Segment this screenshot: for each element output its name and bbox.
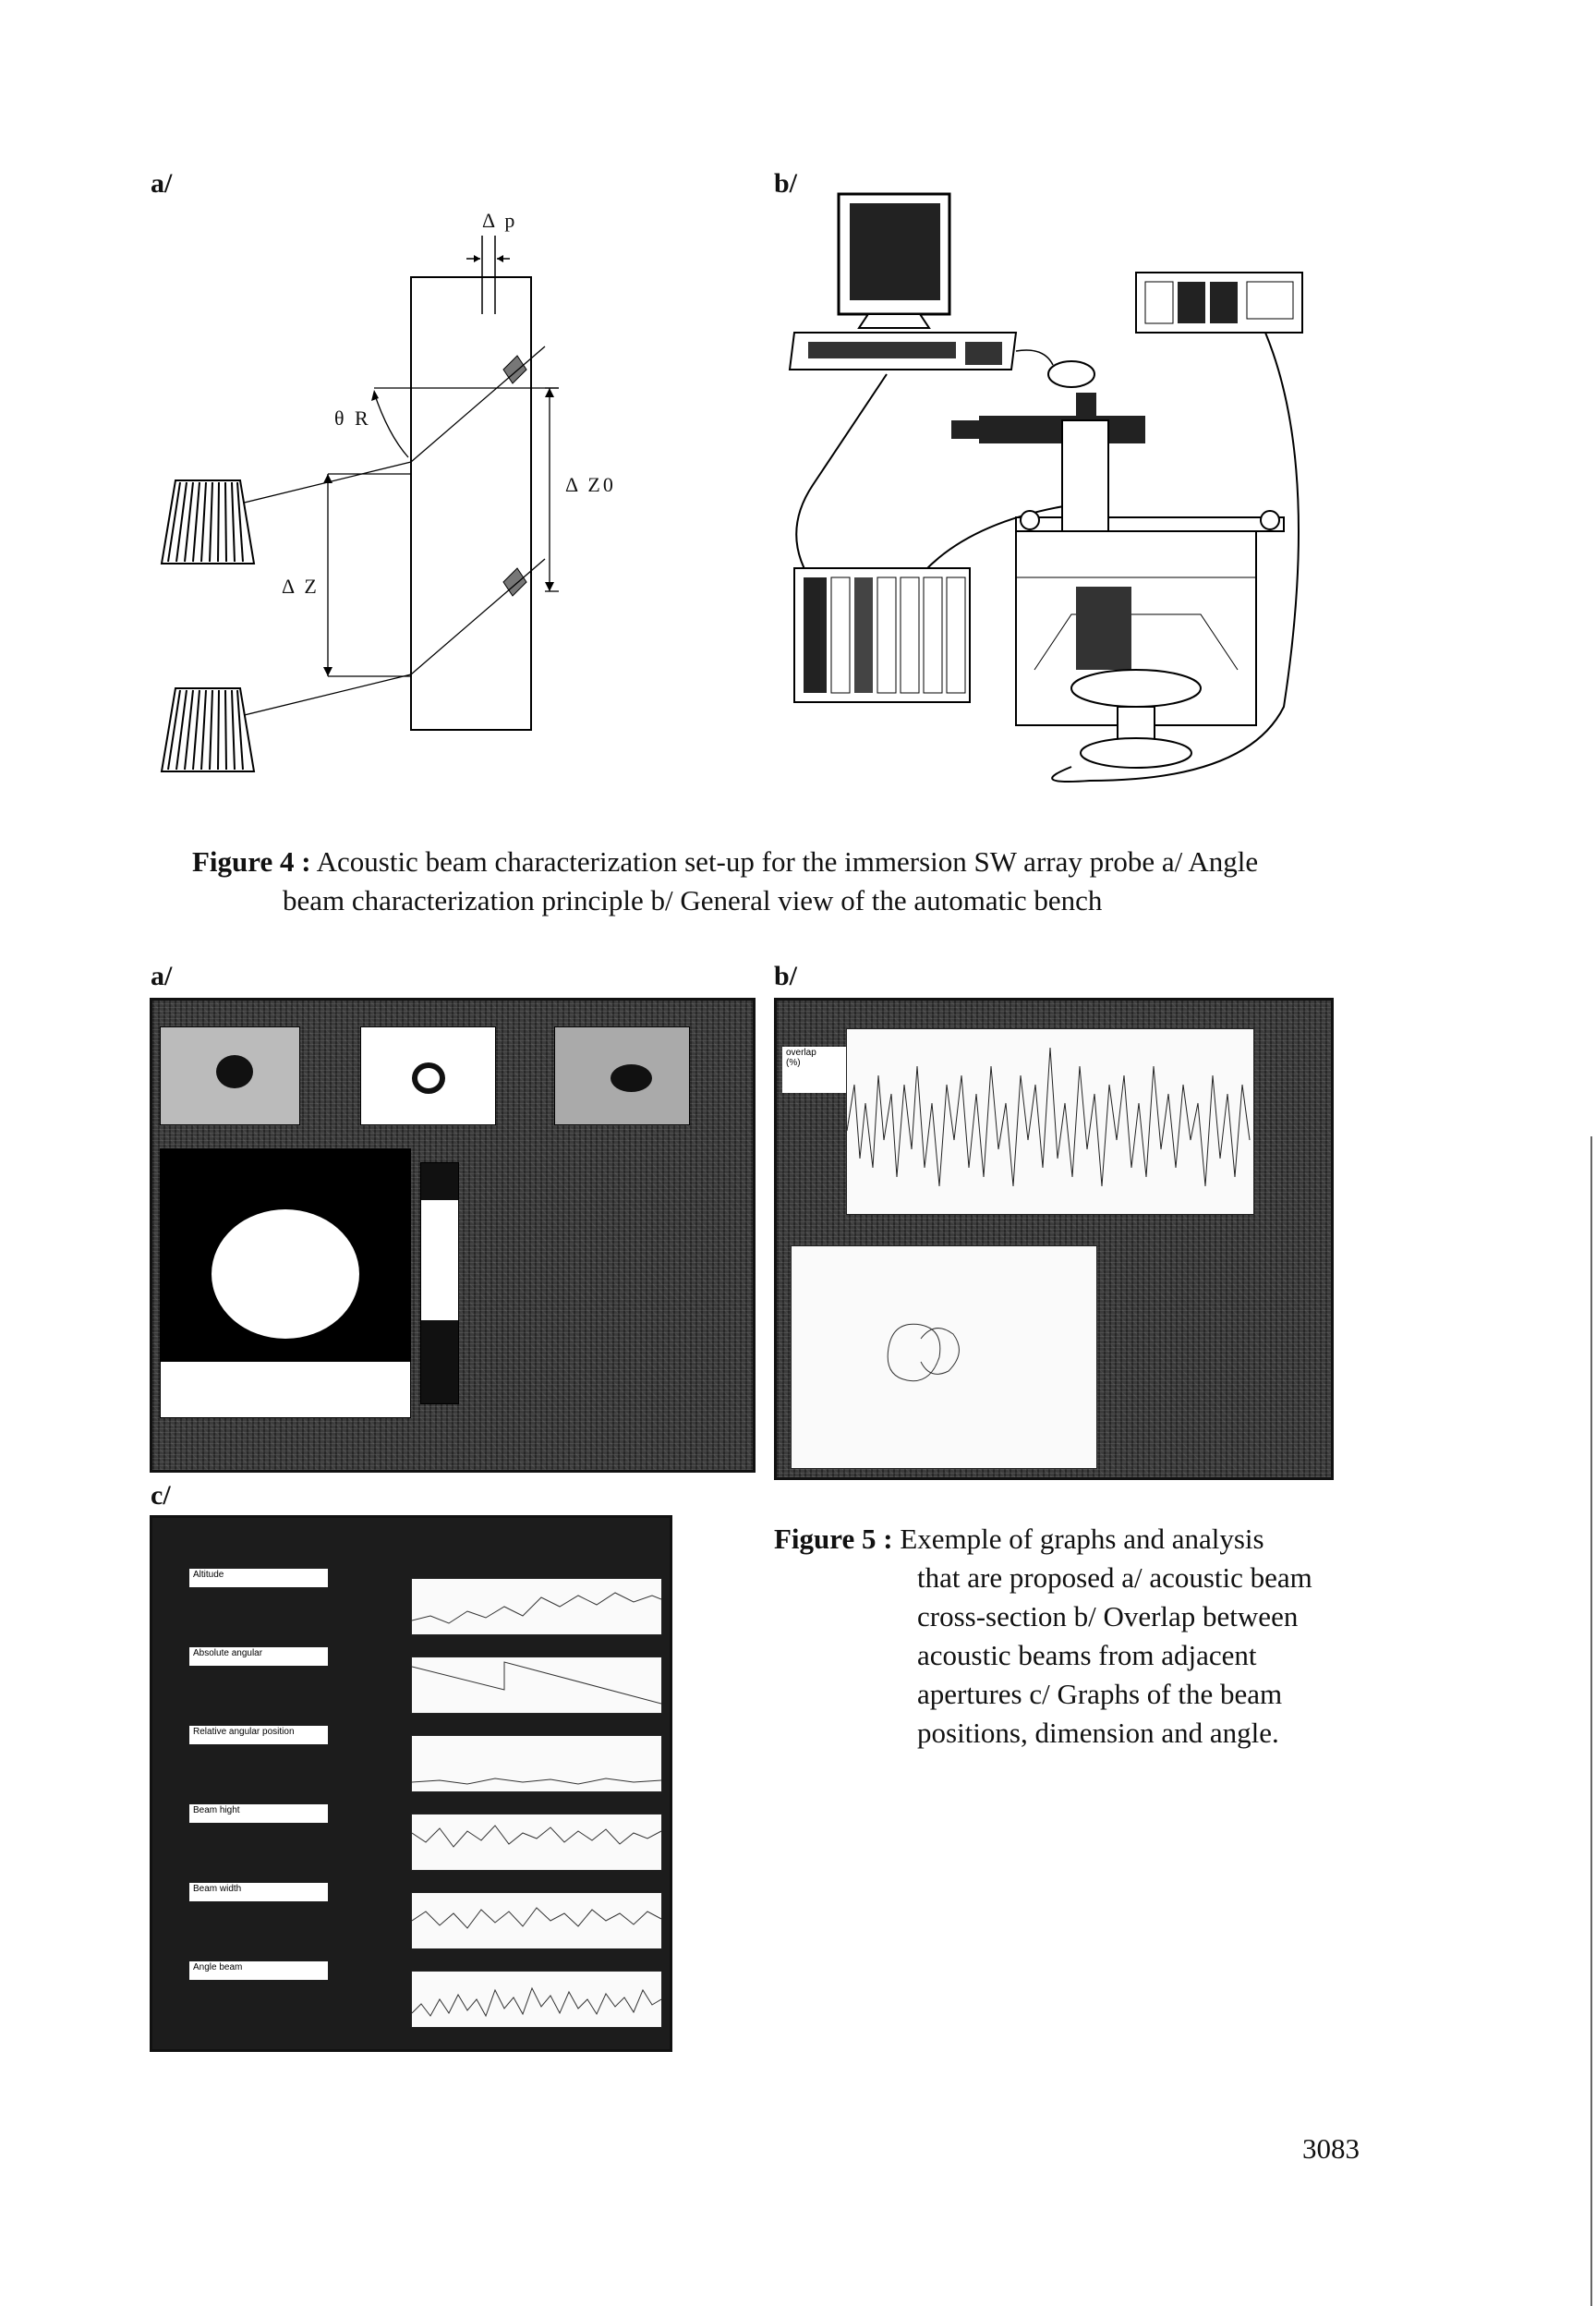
fig4-panel-b-label: b/ [774, 168, 798, 199]
overlap-contours [887, 1323, 960, 1382]
overlap-axis-label: overlap (%) [782, 1047, 847, 1093]
wedge-block [410, 276, 532, 731]
overlap-analysis-screen: overlap (%) [774, 998, 1334, 1480]
figure5-caption-line4: acoustic beams from adjacent [917, 1639, 1257, 1671]
figure5-caption: Figure 5 : Exemple of graphs and analysi… [774, 1520, 1402, 1753]
scan-edge-line [1590, 1136, 1592, 2306]
figure5-caption-line6: positions, dimension and angle. [917, 1717, 1279, 1749]
keyboard [788, 332, 1018, 370]
thumbnail-3 [554, 1026, 690, 1125]
graph-label-angle-beam: Angle beam [189, 1961, 328, 1980]
graph-label-beam-width: Beam width [189, 1883, 328, 1901]
figure5-caption-line2: that are proposed a/ acoustic beam [917, 1561, 1312, 1594]
altitude-plot [411, 1578, 662, 1635]
figure5-caption-label: Figure 5 : [774, 1523, 893, 1555]
fig5-panel-a-label: a/ [151, 961, 173, 991]
fig5-panel-c-label: c/ [151, 1480, 171, 1511]
beam-width-plot [411, 1892, 662, 1949]
overlap-unit-text: (%) [786, 1058, 801, 1068]
figure4-caption-line1: Acoustic beam characterization set-up fo… [316, 845, 1259, 878]
thumbnail-1 [160, 1026, 300, 1125]
theta-r-label: θ R [334, 407, 371, 430]
angle-beam-principle-diagram [160, 236, 559, 772]
absolute-angular-plot [411, 1657, 662, 1714]
graph-label-relative-angular: Relative angular position [189, 1726, 328, 1744]
angle-beam-plot [411, 1971, 662, 2028]
delta-p-label: Δ p [482, 209, 518, 232]
overlap-contour-plot [791, 1245, 1097, 1469]
overlap-label-text: overlap [786, 1048, 816, 1058]
figure4-caption-label: Figure 4 : [192, 845, 311, 878]
graph-label-beam-hight: Beam hight [189, 1804, 328, 1823]
beam-hight-plot [411, 1814, 662, 1871]
graph-label-altitude: Altitude [189, 1569, 328, 1587]
figure5-caption-line3: cross-section b/ Overlap between [917, 1600, 1299, 1632]
automatic-bench-illustration [788, 192, 1303, 783]
figure4-caption-line2: beam characterization principle b/ Gener… [283, 884, 1103, 916]
overlap-plot [846, 1028, 1254, 1215]
computer-monitor [837, 192, 951, 329]
fig5-panel-b-label: b/ [774, 961, 798, 991]
immersion-tank [1015, 530, 1257, 769]
page-number: 3083 [1302, 2132, 1360, 2165]
thumbnail-2 [360, 1026, 496, 1125]
figure4-caption: Figure 4 : Acoustic beam characterizatio… [192, 843, 1421, 920]
signal-instrument [1135, 272, 1303, 334]
probe-array-1 [160, 479, 256, 564]
figure5-caption-line1: Exemple of graphs and analysis [900, 1523, 1264, 1555]
overlap-trace [846, 1047, 1251, 1187]
beam-graphs-screen: Altitude Absolute angular Relative angul… [150, 1515, 672, 2052]
delta-z-label: Δ Z [282, 575, 320, 598]
color-scale [420, 1162, 459, 1404]
beam-cross-section-screen [150, 998, 756, 1473]
delta-z0-label: Δ Z0 [565, 473, 616, 496]
beam-cross-section-image [160, 1148, 411, 1418]
figure5-caption-line5: apertures c/ Graphs of the beam [917, 1678, 1283, 1710]
probe-array-2 [160, 687, 256, 772]
fig4-panel-a-label: a/ [151, 168, 173, 199]
graph-label-absolute-angular: Absolute angular [189, 1647, 328, 1666]
controller-rack [793, 567, 971, 703]
relative-angular-plot [411, 1735, 662, 1792]
